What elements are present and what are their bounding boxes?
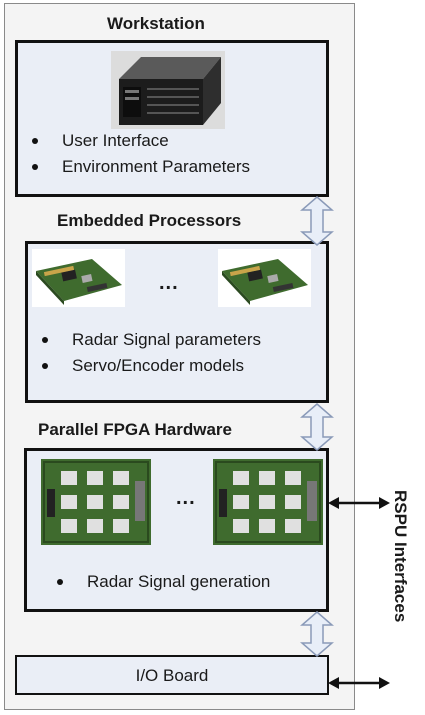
workstation-computer-image <box>111 51 225 129</box>
embedded-panel: ... Radar Signal parameters Servo/Encode… <box>25 241 329 403</box>
bullet-dot-icon <box>42 337 48 343</box>
embedded-title: Embedded Processors <box>57 211 242 230</box>
bullet-dot-icon <box>42 363 48 369</box>
bullet-item: Environment Parameters <box>32 154 322 180</box>
double-arrow-embedded-fpga-icon <box>300 403 334 451</box>
rspu-interfaces-label: RSPU Interfaces <box>391 490 410 623</box>
fpga-panel: ... Radar Signal generation <box>24 448 329 612</box>
bullet-item: Radar Signal generation <box>57 569 327 595</box>
embedded-ellipsis: ... <box>159 272 179 294</box>
workstation-title: Workstation <box>107 14 205 33</box>
fpga-board-image <box>213 459 323 545</box>
workstation-panel: User Interface Environment Parameters <box>15 40 329 197</box>
processor-board-image <box>32 249 125 307</box>
io-external-arrow-icon <box>328 677 390 689</box>
bullet-item: User Interface <box>32 128 322 154</box>
bullet-item: Servo/Encoder models <box>42 353 327 379</box>
workstation-bullets: User Interface Environment Parameters <box>32 128 322 180</box>
processor-board-image <box>218 249 311 307</box>
bullet-item: Radar Signal parameters <box>42 327 327 353</box>
fpga-title: Parallel FPGA Hardware <box>38 420 233 439</box>
fpga-board-image <box>41 459 151 545</box>
fpga-ellipsis: ... <box>176 487 196 509</box>
double-arrow-workstation-embedded-icon <box>300 196 334 246</box>
embedded-bullets: Radar Signal parameters Servo/Encoder mo… <box>42 327 327 379</box>
fpga-external-arrow-icon <box>328 497 390 509</box>
bullet-dot-icon <box>57 579 63 585</box>
fpga-bullets: Radar Signal generation <box>57 569 327 595</box>
io-board-label: I/O Board <box>135 666 209 685</box>
io-board: I/O Board <box>15 655 329 695</box>
double-arrow-fpga-io-icon <box>300 611 334 657</box>
bullet-dot-icon <box>32 138 38 144</box>
bullet-dot-icon <box>32 164 38 170</box>
